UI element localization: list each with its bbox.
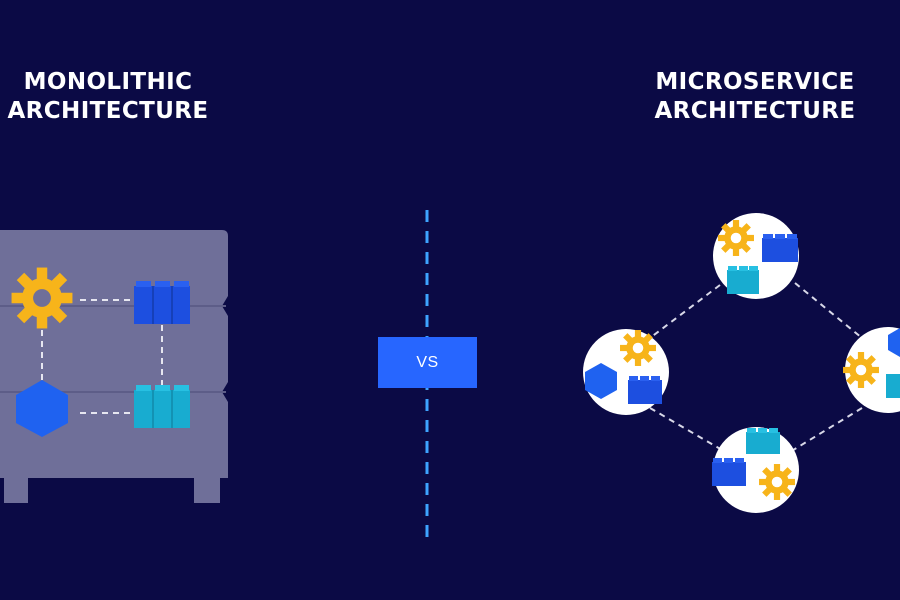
monolith-connectors	[41, 299, 163, 414]
monolithic-title-line1: MONOLITHIC	[23, 69, 193, 95]
monolith-hexagon-icon	[16, 380, 68, 437]
vs-badge: VS	[378, 337, 477, 388]
monolithic-title-line2: ARCHITECTURE	[7, 98, 209, 124]
hexagon-icon	[888, 328, 900, 357]
blue-brick-icon	[762, 234, 798, 262]
hexagon-icon	[585, 363, 617, 399]
monolith-blue-brick-icon	[134, 281, 190, 324]
blue-brick-icon	[628, 376, 662, 404]
vs-label: VS	[416, 353, 439, 371]
monolithic-title: MONOLITHIC ARCHITECTURE	[0, 68, 216, 126]
microservice-title-line2: ARCHITECTURE	[654, 98, 856, 124]
service-node-left	[583, 329, 669, 415]
teal-brick-icon	[886, 374, 900, 398]
gear-icon	[759, 464, 795, 500]
service-node-bottom	[712, 427, 799, 513]
monolith-block	[0, 230, 228, 503]
microservice-connectors	[649, 282, 863, 453]
blue-brick-icon	[712, 458, 746, 486]
gear-icon	[718, 220, 754, 256]
monolith-teal-brick-icon	[134, 385, 190, 428]
gear-icon	[843, 352, 879, 388]
gear-icon	[620, 330, 656, 366]
monolith-gear-icon	[11, 267, 73, 329]
service-node-right	[843, 327, 900, 413]
teal-brick-icon	[746, 428, 780, 454]
teal-brick-icon	[727, 266, 759, 294]
service-node-top	[713, 213, 799, 299]
microservice-title-line1: MICROSERVICE	[655, 69, 855, 95]
microservice-title: MICROSERVICE ARCHITECTURE	[640, 68, 870, 126]
